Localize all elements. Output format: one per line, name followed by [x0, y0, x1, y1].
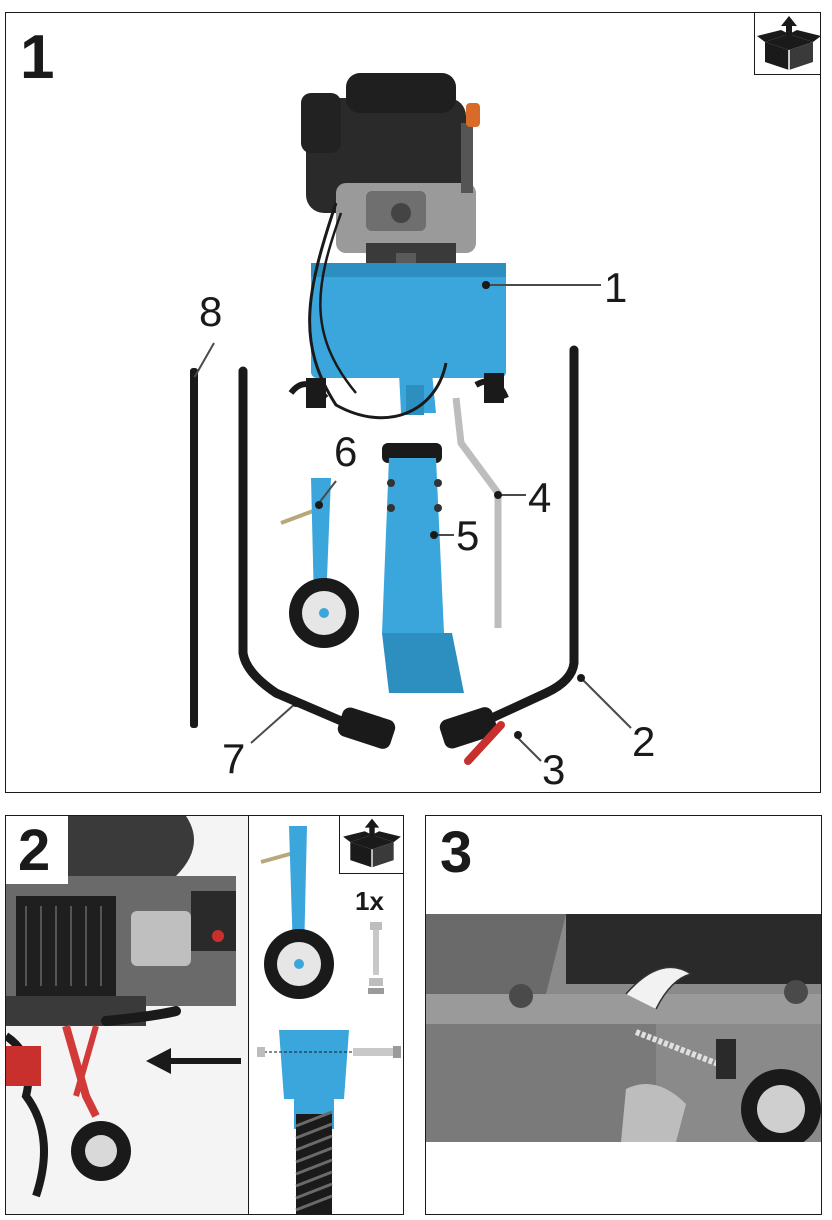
quantity-label: 1x — [355, 886, 384, 916]
step-number: 1 — [20, 23, 55, 92]
step-2-panel: 2 1x — [5, 815, 404, 1215]
assembly-subpanel — [248, 1014, 403, 1214]
unbox-icon-frame — [339, 816, 403, 874]
part-3-lever — [464, 721, 505, 765]
part-4-rod — [452, 397, 502, 628]
step-3-photo — [426, 914, 821, 1142]
unbox-icon — [757, 16, 820, 70]
callout-6: 6 — [334, 428, 358, 475]
unbox-icon-frame — [754, 13, 820, 75]
step-number: 3 — [440, 820, 473, 885]
parts-illustration — [190, 73, 632, 765]
callout-8: 8 — [199, 288, 223, 335]
unbox-icon — [343, 818, 401, 868]
callout-3: 3 — [542, 746, 566, 793]
callout-2: 2 — [632, 718, 656, 765]
step-number-box — [6, 816, 68, 884]
part-8-rod — [190, 368, 198, 728]
callout-7: 7 — [222, 735, 246, 782]
step-3-panel: 3 — [425, 815, 822, 1215]
step-1-panel: 1 — [5, 12, 821, 793]
callout-4: 4 — [528, 474, 552, 521]
part-2-handle — [476, 345, 579, 728]
bolt-part-image — [368, 922, 384, 994]
callout-1: 1 — [604, 264, 628, 311]
assembly-diagram — [257, 1030, 401, 1214]
leader-lines — [193, 284, 632, 762]
tiller-housing — [288, 202, 509, 420]
callout-5: 5 — [456, 512, 480, 559]
part-6-wheel — [280, 478, 359, 648]
step-number: 2 — [18, 818, 51, 883]
part-5-stand — [382, 443, 464, 693]
wheel-part-image — [260, 826, 334, 999]
wheel-subpanel: 1x — [248, 816, 403, 1016]
part-7-handle — [238, 366, 351, 728]
